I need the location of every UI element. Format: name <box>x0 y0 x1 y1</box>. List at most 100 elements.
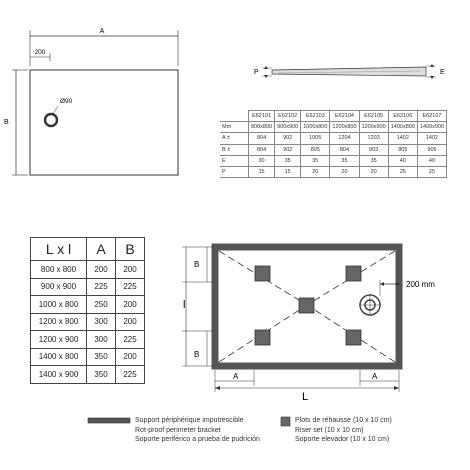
size-table-row: 900 x 900 225 225 <box>30 277 145 296</box>
dim-table-cell: 1400x800 <box>387 121 418 134</box>
size-table-cell: 200 <box>86 260 116 279</box>
size-table-row: 1200 x 900 300 225 <box>30 330 145 349</box>
dim-table-cell: 35 <box>329 154 360 167</box>
dim-table-cell: 35 <box>358 154 389 167</box>
size-table-cell: 200 <box>115 260 145 279</box>
size-table-cell: 250 <box>86 295 116 314</box>
dim-table-header: E62105 <box>358 109 389 123</box>
dim-a-label: A <box>100 28 105 35</box>
dim-table-row: B ± 804 902 805 804 903 805 905 <box>220 143 448 156</box>
dim-table-cell: 804 <box>247 143 276 156</box>
legend-riser-es: Soporte elevador (10 x 10 cm) <box>295 436 390 443</box>
legend-bracket-text: Support périphérique imputrescible Rot-p… <box>135 416 260 445</box>
tray-profile <box>271 66 427 77</box>
dim-table-row-label: Mm <box>220 121 249 134</box>
dim-table-header: E62106 <box>387 109 418 123</box>
dim-table-cell: 1000x800 <box>300 121 331 134</box>
size-table-cell: 225 <box>115 330 145 349</box>
size-table-row: 1400 x 900 350 225 <box>30 365 145 384</box>
size-table-cell: 1400 x 800 <box>30 347 87 366</box>
dim-table-cell: 20 <box>329 165 360 179</box>
size-table-cell: 1400 x 900 <box>30 365 87 384</box>
legend-riser-fr: Plots de réhausse (10 x 10 cm) <box>295 417 392 424</box>
label-e: E <box>440 69 445 76</box>
dim-table-row: E 30 35 35 35 35 40 40 <box>220 154 448 167</box>
dim-table-row-label: B ± <box>220 143 249 156</box>
dim-table-cell: 1204 <box>329 132 360 145</box>
drain-label: Ø90 <box>60 98 73 105</box>
dim-table-cell: 1402 <box>387 132 418 145</box>
label-p: P <box>254 69 259 76</box>
size-table-cell: 200 <box>115 295 145 314</box>
riser-block <box>345 265 362 282</box>
dim-table-row: Mm 800x800 900x900 1000x800 1200x800 120… <box>220 121 448 134</box>
dim-table-header: E62107 <box>416 109 448 123</box>
legend-bracket-fr: Support périphérique imputrescible <box>135 417 244 424</box>
size-table-cell: 300 <box>86 330 116 349</box>
dim-table-row: P 15 15 20 20 20 25 25 <box>220 165 448 179</box>
dim-table-header: E62101 <box>247 109 276 123</box>
size-table-cell: 200 <box>115 312 145 331</box>
drain-icon <box>43 112 59 128</box>
size-table-header: L x l <box>30 237 87 261</box>
dim-table-cell: 15 <box>274 165 302 179</box>
dim-table-cell: 805 <box>300 143 331 156</box>
drain-icon <box>359 294 381 316</box>
size-table-header: B <box>115 237 145 261</box>
size-table-row: 1400 x 800 350 200 <box>30 347 145 366</box>
dim-table-cell: 35 <box>300 154 331 167</box>
dim-table-cell: 1200x900 <box>358 121 389 134</box>
dim-table-cell: 805 <box>387 143 418 156</box>
riser-block <box>345 329 362 346</box>
dim-table-cell: 1005 <box>300 132 331 145</box>
size-table-cell: 350 <box>86 365 116 384</box>
size-table-row: 1200 x 800 300 200 <box>30 312 145 331</box>
size-table-cell: 800 x 800 <box>30 260 87 279</box>
dim-table-cell: 900x900 <box>274 121 302 134</box>
dim-table-cell: 1203 <box>358 132 389 145</box>
dim-table-cell: 800x800 <box>247 121 276 134</box>
dim-table-cell: 1402 <box>416 132 448 145</box>
size-table-row: 800 x 800 200 200 <box>30 260 145 279</box>
dim-b-label: B <box>4 119 9 126</box>
dim-table-header: E62104 <box>329 109 360 123</box>
dim-table-header: E62103 <box>300 109 331 123</box>
riser-block <box>254 265 271 282</box>
legend-riser-en: Riser set (10 x 10 cm) <box>295 426 364 434</box>
dim-table-cell: 35 <box>274 154 302 167</box>
label-200mm: 200 mm <box>406 280 435 289</box>
dim-table-cell: 1400x900 <box>416 121 448 134</box>
dim-table-header-row: E62101 E62102 E62103 E62104 E62105 E6210… <box>220 109 448 123</box>
label-b-top: B <box>194 260 199 269</box>
dim-table-cell: 804 <box>247 132 276 145</box>
legend-riser-text: Plots de réhausse (10 x 10 cm) Riser set… <box>295 416 392 445</box>
dim-table-cell: 25 <box>387 165 418 179</box>
dim-table-cell: 903 <box>358 143 389 156</box>
legend-bracket-es: Soporte periférico a prueba de pudrición <box>135 436 260 443</box>
label-a-right: A <box>372 372 378 381</box>
dim-table-row-label: E <box>220 154 249 167</box>
size-table-cell: 350 <box>86 347 116 366</box>
label-a-left: A <box>233 372 239 381</box>
dim-table-cell: 15 <box>247 165 276 179</box>
label-L: L <box>302 391 308 403</box>
size-table-cell: 1000 x 800 <box>30 295 87 314</box>
riser-block <box>298 297 315 314</box>
dim-table-header <box>220 111 249 122</box>
tray-outline <box>29 69 179 176</box>
dimensions-table: E62101 E62102 E62103 E62104 E62105 E6210… <box>220 109 448 179</box>
size-table-cell: 200 <box>115 347 145 366</box>
size-table-cell: 300 <box>86 312 116 331</box>
dim-table-cell: 40 <box>416 154 448 167</box>
legend-riser-swatch <box>280 416 291 427</box>
legend-bracket-en: Rot-proof perimeter bracket <box>135 426 221 434</box>
dim-table-cell: 804 <box>329 143 360 156</box>
dim-table-row-label: A ± <box>220 132 249 145</box>
dim-table-cell: 25 <box>416 165 448 179</box>
dim-table-cell: 902 <box>274 132 302 145</box>
size-table-cell: 225 <box>115 277 145 296</box>
